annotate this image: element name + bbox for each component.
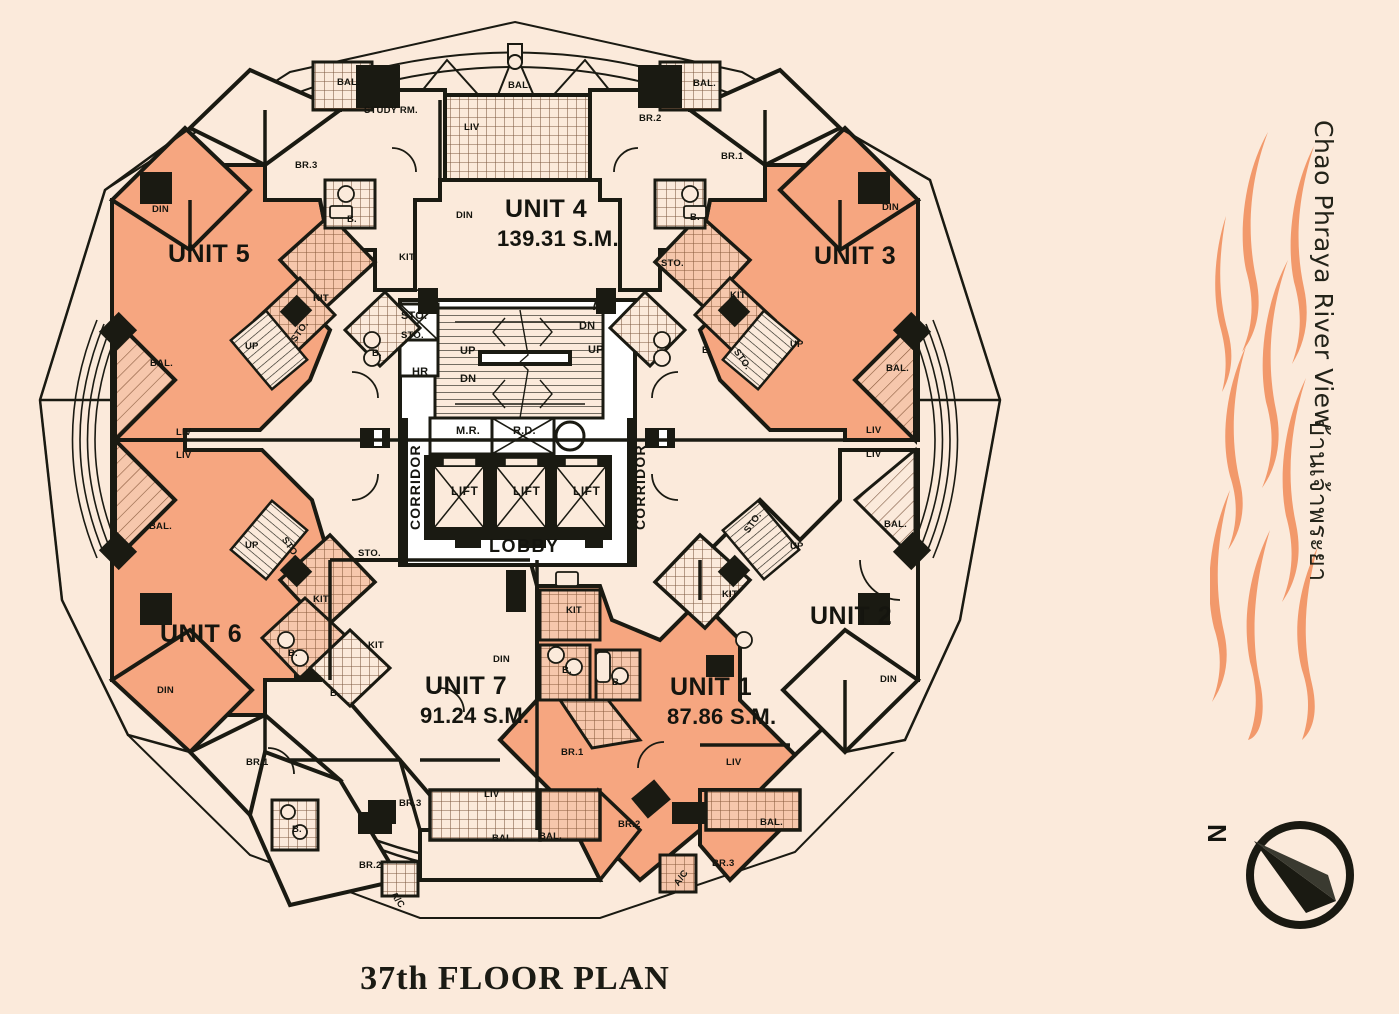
balcony-rails	[71, 319, 959, 559]
room-label: KIT	[566, 605, 582, 616]
room-label: LIV	[866, 449, 882, 460]
lobby-label: LOBBY	[489, 536, 560, 556]
room-label: BAL.	[492, 833, 515, 844]
room-label: BAL.	[884, 519, 907, 530]
hose-reel-label: HR	[412, 366, 429, 378]
lift-3-label: LIFT	[573, 484, 601, 498]
room-label: BAL.	[149, 521, 172, 532]
room-label: BR.3	[399, 798, 422, 809]
room-label: UP	[245, 540, 259, 551]
refuse-duct-label: R.D.	[513, 425, 536, 437]
room-label: BR.3	[712, 858, 735, 869]
stair-up-1-label: UP	[460, 345, 476, 357]
unit-7-area: 91.24 S.M.	[420, 703, 530, 728]
structural-columns	[98, 288, 932, 824]
room-label: BR.1	[246, 757, 269, 768]
room-label: BR.2	[639, 113, 662, 124]
room-label: BAL.	[150, 358, 173, 369]
room-label: B.	[372, 348, 382, 359]
corridor-stubs	[140, 172, 890, 834]
room-label: BR.3	[295, 160, 318, 171]
room-label: B.	[612, 677, 622, 688]
wing-outlines	[38, 126, 1002, 754]
unit-4-title: UNIT 4	[505, 195, 588, 223]
room-label: B.	[347, 214, 357, 225]
internal-partitions	[112, 100, 918, 831]
room-label: DIN	[152, 204, 169, 215]
room-label: BAL.	[760, 817, 783, 828]
plumbing-fixtures	[277, 185, 753, 840]
unit-4-area: 139.31 S.M.	[497, 226, 619, 251]
room-label: LIV	[484, 789, 500, 800]
room-label: DIN	[882, 202, 899, 213]
room-label: LIV	[176, 427, 192, 438]
room-label: STO.	[401, 330, 424, 341]
room-label: B.	[330, 688, 340, 699]
stair-up-2-label: UP	[588, 344, 604, 356]
core-store-label: STO.	[401, 310, 428, 322]
room-label: LIV	[726, 757, 742, 768]
unit-3-title: UNIT 3	[814, 242, 897, 270]
room-label: LIV	[176, 450, 192, 461]
room-label: DIN	[493, 654, 510, 665]
room-label: B.	[702, 345, 712, 356]
room-label: LIV	[464, 122, 480, 133]
brand-logo-panel	[1210, 100, 1390, 750]
room-label: KIT	[313, 293, 329, 304]
room-label: BAL.	[693, 78, 716, 89]
room-label: KIT	[313, 594, 329, 605]
lift-1-label: LIFT	[451, 484, 479, 498]
room-label: STUDY RM.	[364, 105, 418, 116]
unit-stairs	[229, 308, 801, 582]
page-title: 37th FLOOR PLAN	[360, 960, 670, 997]
unit-6-title: UNIT 6	[160, 620, 243, 648]
floor-plan-svg	[38, 20, 1002, 919]
unit-7-title: UNIT 7	[425, 672, 508, 700]
lift-2-label: LIFT	[513, 484, 541, 498]
room-label: BR.2	[359, 860, 382, 871]
room-label: B.	[562, 665, 572, 676]
room-label: STO.	[661, 258, 684, 269]
corridor-right-label: CORRIDOR	[632, 444, 648, 530]
room-label: KIT	[730, 290, 746, 301]
corridor-left-label: CORRIDOR	[407, 444, 423, 530]
unit-1-title: UNIT 1	[670, 673, 753, 701]
room-label: DIN	[157, 685, 174, 696]
building-core	[398, 298, 637, 567]
room-label: UP	[245, 341, 259, 352]
room-label: BR.1	[561, 747, 584, 758]
room-label: DIN	[456, 210, 473, 221]
unit-2-title: UNIT 2	[810, 602, 893, 630]
room-label: UP	[790, 339, 804, 350]
room-label: BAL.	[886, 363, 909, 374]
room-label: LIV	[866, 425, 882, 436]
unit-7-mass	[186, 558, 604, 908]
stair-dn-2-label: DN	[579, 320, 596, 332]
room-label: BAL.	[508, 80, 531, 91]
room-label: BR.2	[618, 819, 641, 830]
stair-dn-1-label: DN	[460, 373, 477, 385]
compass-north-label: N	[1202, 824, 1232, 843]
room-label: KIT	[368, 640, 384, 651]
brand-name-english: Chao Phraya River View	[1309, 120, 1338, 430]
room-label: DIN	[880, 674, 897, 685]
room-label: KIT	[722, 589, 738, 600]
meter-room-label: M.R.	[456, 425, 481, 437]
room-label: BAL.	[337, 77, 360, 88]
room-label: BAL.	[539, 831, 562, 842]
room-label: B.	[292, 824, 302, 835]
room-label: B.	[288, 648, 298, 659]
unit-5-title: UNIT 5	[168, 240, 251, 268]
room-label: KIT	[399, 252, 415, 263]
room-label: B.	[690, 212, 700, 223]
room-label: STO.	[358, 548, 381, 559]
unit-1-area: 87.86 S.M.	[667, 704, 777, 729]
room-label: UP	[790, 541, 804, 552]
room-label: BR.1	[721, 151, 744, 162]
flame-wave-logo-icon	[1210, 132, 1318, 740]
brand-name-thai: บ้านเจ้าพระยา	[1304, 420, 1333, 582]
compass-rose-icon	[1246, 821, 1354, 929]
